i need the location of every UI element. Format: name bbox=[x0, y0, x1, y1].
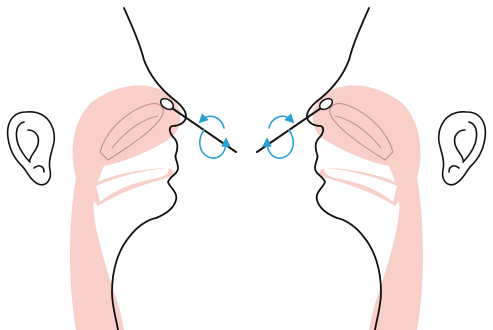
airway-region bbox=[313, 85, 424, 330]
left-figure bbox=[8, 8, 236, 330]
head-profile-outline bbox=[112, 8, 186, 330]
head-profile-outline bbox=[307, 8, 381, 330]
ear-icon bbox=[8, 112, 55, 185]
airway-region bbox=[70, 85, 181, 330]
ear-icon bbox=[439, 112, 486, 185]
right-figure bbox=[257, 8, 485, 330]
